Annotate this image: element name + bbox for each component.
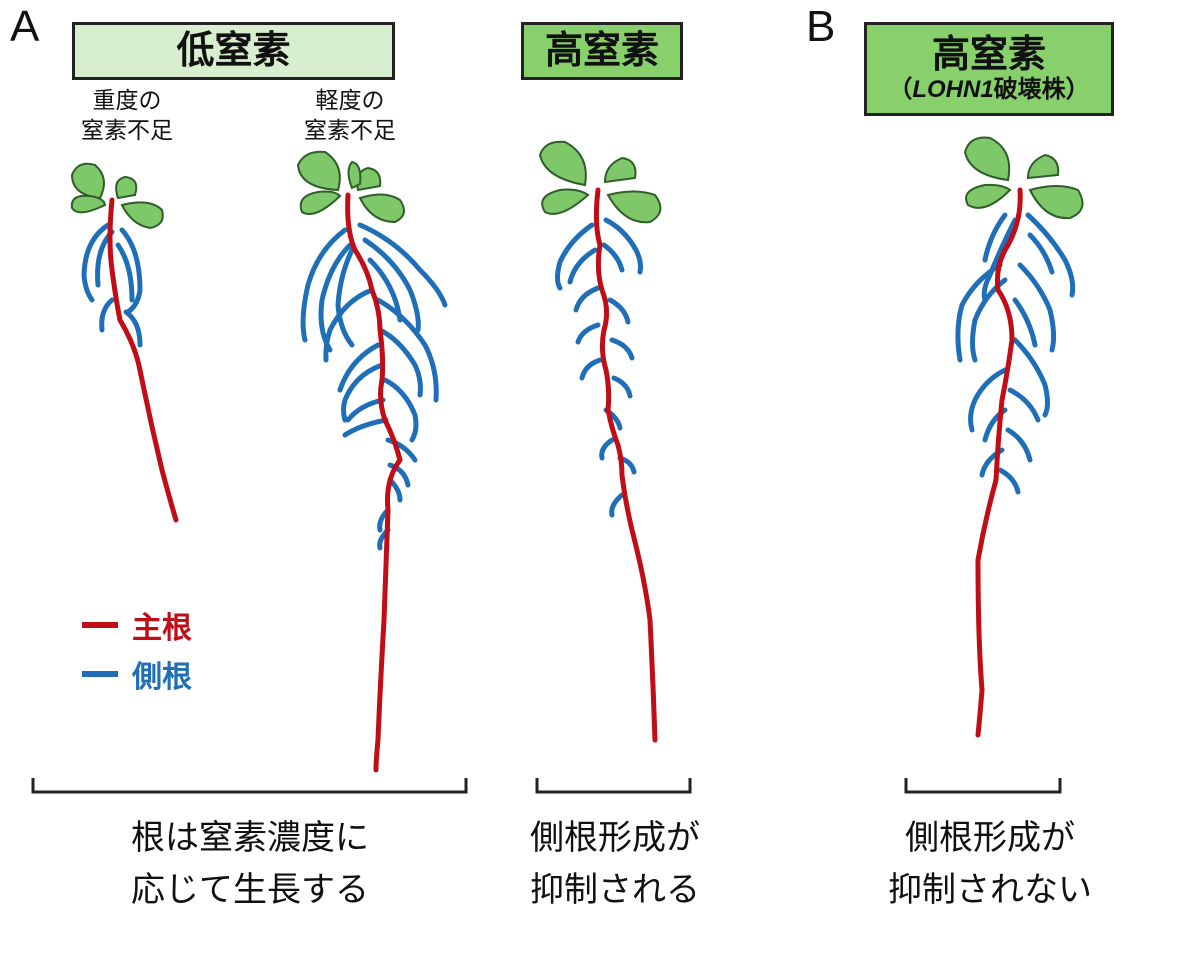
legend-lateral-root: 側根 xyxy=(82,652,192,696)
plant-high-nitrogen xyxy=(538,140,662,743)
caption-middle: 側根形成が 抑制される xyxy=(530,818,700,910)
lateral-roots xyxy=(955,212,1076,495)
leaves xyxy=(963,136,1084,220)
leaves xyxy=(70,162,164,230)
bracket-left xyxy=(31,778,468,794)
leaves xyxy=(538,140,662,224)
panel-letter-a: A xyxy=(10,2,40,51)
plant-lohn1-mutant xyxy=(955,136,1084,738)
mutant-box-subtitle: （LOHN1破壊株） xyxy=(888,75,1090,104)
plant-severe-deficiency xyxy=(70,162,179,523)
caption-right: 側根形成が 抑制されない xyxy=(888,818,1092,910)
panel-letter-b: B xyxy=(806,2,836,51)
main-root xyxy=(975,187,1023,738)
mutant-box: 高窒素 （LOHN1破壊株） xyxy=(864,22,1114,116)
low-nitrogen-title: 低窒素 xyxy=(176,28,291,73)
low-nitrogen-box: 低窒素 xyxy=(72,22,395,80)
lateral-roots xyxy=(300,222,448,551)
high-nitrogen-title: 高窒素 xyxy=(544,28,659,73)
lateral-root-swatch xyxy=(82,671,118,677)
main-root-legend-label: 主根 xyxy=(132,611,192,646)
caption-left: 根は窒素濃度に 応じて生長する xyxy=(131,818,369,910)
leaves xyxy=(296,150,405,224)
plant-mild-deficiency xyxy=(296,150,448,773)
main-root xyxy=(107,197,179,523)
main-root-swatch xyxy=(82,622,118,628)
lateral-root-legend-label: 側根 xyxy=(132,660,192,695)
main-root xyxy=(593,187,658,743)
main-root xyxy=(345,192,403,773)
bracket-right xyxy=(904,778,1062,794)
legend-main-root: 主根 xyxy=(82,603,192,647)
mutant-box-title: 高窒素 xyxy=(931,32,1046,77)
mild-deficiency-label: 軽度の 窒素不足 xyxy=(304,88,396,144)
severe-deficiency-label: 重度の 窒素不足 xyxy=(81,88,173,144)
high-nitrogen-box: 高窒素 xyxy=(521,22,683,80)
bracket-middle xyxy=(535,778,692,794)
